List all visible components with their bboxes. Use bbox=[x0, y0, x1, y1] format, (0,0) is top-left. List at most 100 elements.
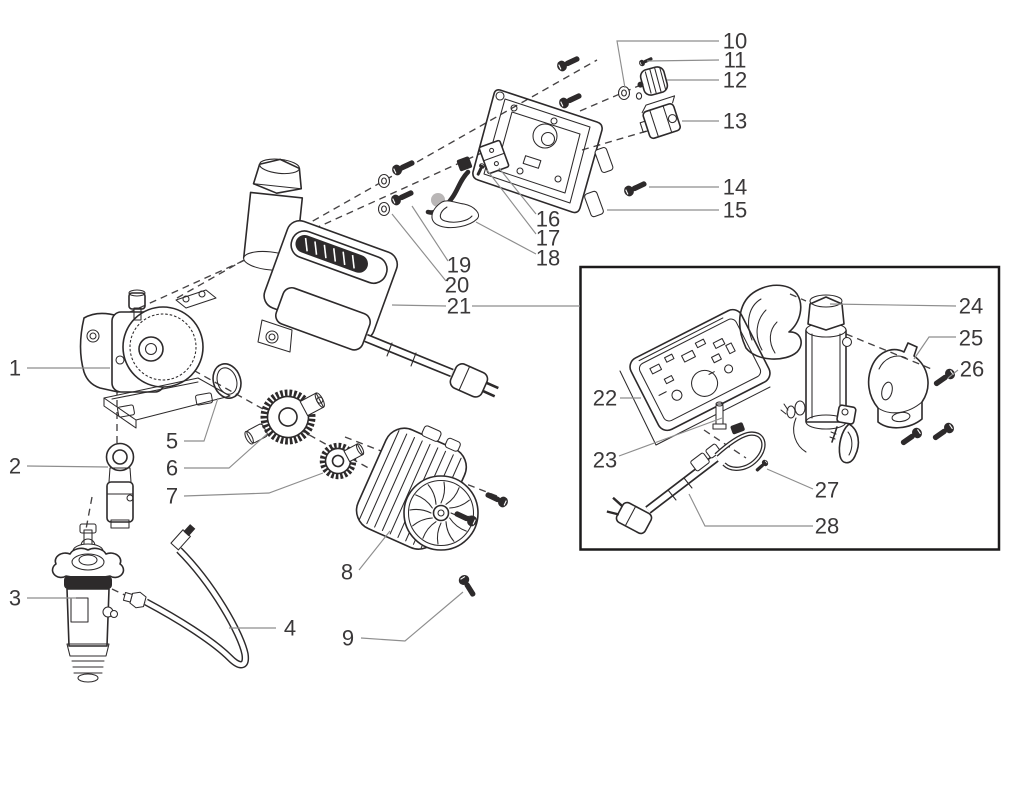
leader-line-23 bbox=[618, 417, 723, 457]
retainer-ring bbox=[635, 92, 643, 100]
leader-line-27 bbox=[766, 468, 814, 490]
screw bbox=[929, 420, 957, 444]
screw bbox=[554, 52, 583, 74]
part-number-28: 28 bbox=[815, 514, 839, 539]
part-number-8: 8 bbox=[341, 560, 353, 585]
pump-section bbox=[51, 523, 125, 683]
leader-line-5 bbox=[184, 397, 219, 442]
leader-line-18 bbox=[475, 221, 537, 255]
switch-plate bbox=[478, 139, 510, 175]
fasteners-main bbox=[377, 52, 655, 600]
sensor-fitting bbox=[780, 400, 807, 453]
handle-bracket bbox=[738, 284, 802, 360]
part-number-14: 14 bbox=[723, 175, 747, 200]
pin bbox=[712, 401, 727, 430]
power-plug-inset bbox=[606, 496, 653, 535]
leader-line-19 bbox=[411, 205, 449, 262]
part-number-17: 17 bbox=[536, 226, 560, 251]
leader-line-25 bbox=[913, 336, 956, 360]
part-number-19: 19 bbox=[447, 253, 471, 278]
part-number-10: 10 bbox=[723, 29, 747, 54]
power-cord-assembly bbox=[606, 422, 766, 535]
part-number-20: 20 bbox=[445, 273, 469, 298]
screw bbox=[556, 89, 585, 111]
part-number-3: 3 bbox=[9, 586, 21, 611]
part-number-4: 4 bbox=[284, 616, 296, 641]
hose-fitting-nut bbox=[122, 591, 147, 609]
part-number-2: 2 bbox=[9, 454, 21, 479]
wire-connector bbox=[730, 422, 745, 435]
part-number-16: 16 bbox=[536, 207, 560, 232]
part-number-21: 21 bbox=[447, 294, 471, 319]
leader-line-9 bbox=[360, 591, 464, 642]
washer-10 bbox=[617, 85, 631, 101]
inset-border bbox=[579, 265, 1001, 551]
pcb-components bbox=[649, 338, 736, 401]
part-number-25: 25 bbox=[959, 326, 983, 351]
hose-fitting-top bbox=[170, 524, 196, 551]
motor-fan bbox=[403, 475, 479, 551]
part-number-22: 22 bbox=[593, 386, 617, 411]
inset-dashed-lines bbox=[703, 293, 935, 459]
part-number-27: 27 bbox=[815, 478, 839, 503]
part-number-6: 6 bbox=[166, 456, 178, 481]
part-number-13: 13 bbox=[723, 109, 747, 134]
power-switch bbox=[639, 95, 681, 140]
clamp-bracket bbox=[867, 342, 929, 429]
part-number-15: 15 bbox=[723, 198, 747, 223]
leader-line-20 bbox=[391, 213, 447, 282]
motor-cover bbox=[263, 219, 399, 351]
relief-valve bbox=[829, 404, 860, 464]
leader-line-2 bbox=[26, 465, 109, 468]
part-number-12: 12 bbox=[723, 68, 747, 93]
leader-line-16 bbox=[498, 167, 537, 215]
motor bbox=[355, 425, 479, 551]
screw-19 bbox=[389, 156, 418, 178]
leader-line-26 bbox=[947, 369, 959, 379]
leader-line-28 bbox=[688, 493, 813, 527]
part-number-11: 11 bbox=[724, 48, 747, 73]
fasteners-inset bbox=[753, 366, 958, 474]
gear-large bbox=[244, 389, 325, 445]
washer-20 bbox=[377, 173, 391, 189]
part-number-5: 5 bbox=[166, 429, 178, 454]
part-number-26: 26 bbox=[960, 357, 984, 382]
screw-19 bbox=[388, 186, 417, 208]
part-number-7: 7 bbox=[166, 484, 178, 509]
pressure-cylinder-assembly bbox=[780, 294, 860, 464]
gear-small bbox=[319, 442, 365, 480]
return-hose bbox=[122, 524, 250, 669]
motor-screw bbox=[482, 488, 511, 510]
motor-cover-assembly bbox=[242, 158, 499, 398]
pressure-control-knob bbox=[637, 66, 669, 96]
connecting-rod bbox=[105, 442, 135, 529]
leader-line-24 bbox=[829, 303, 957, 307]
leader-line-17 bbox=[486, 169, 537, 235]
part-number-9: 9 bbox=[342, 626, 354, 651]
screw-26 bbox=[930, 366, 958, 390]
gearbox-assembly bbox=[79, 289, 231, 429]
part-number-18: 18 bbox=[536, 246, 560, 271]
part-number-24: 24 bbox=[959, 294, 983, 319]
leader-line-7 bbox=[183, 472, 324, 497]
screw bbox=[897, 425, 925, 449]
leader-line-6 bbox=[184, 433, 268, 469]
pressure-knob-small bbox=[128, 289, 146, 321]
seal-ring bbox=[212, 363, 242, 399]
inset-detail-box bbox=[579, 265, 1001, 551]
control-panel-housing bbox=[619, 308, 771, 446]
part-number-23: 23 bbox=[593, 448, 617, 473]
control-housing-shell bbox=[472, 89, 614, 218]
leader-line-8 bbox=[358, 530, 391, 571]
screw-14 bbox=[621, 177, 650, 199]
power-cord bbox=[364, 333, 499, 398]
power-plug bbox=[449, 363, 499, 398]
part-labels: 1234567891011121314151617181920212223242… bbox=[9, 29, 984, 651]
leader-line-11 bbox=[646, 59, 720, 62]
leader-line-10 bbox=[616, 40, 719, 89]
leader-line-21 bbox=[391, 304, 447, 307]
cover-foot bbox=[257, 319, 293, 353]
part-number-1: 1 bbox=[9, 356, 21, 381]
